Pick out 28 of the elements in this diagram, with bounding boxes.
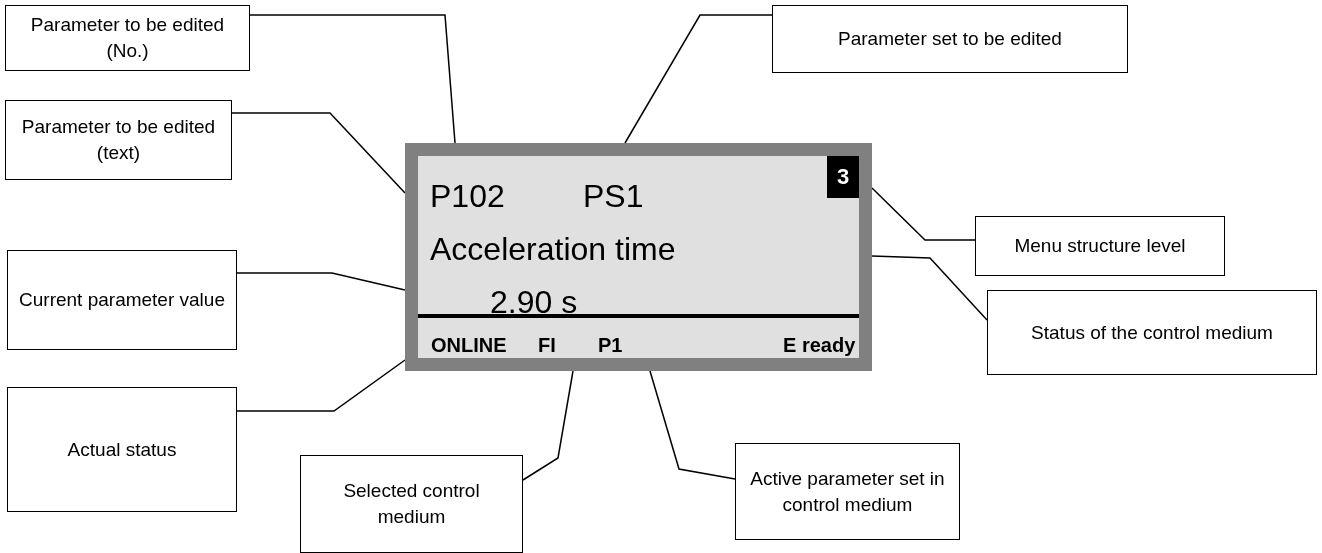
callout-box: Status of the control medium: [987, 290, 1317, 375]
leader-line: [249, 14, 456, 144]
control-status-text: E ready: [783, 334, 856, 357]
callout-box: Actual status: [7, 387, 237, 512]
callout-box: Menu structure level: [975, 216, 1225, 276]
leader-line: [522, 370, 574, 481]
parameter-set: PS1: [583, 178, 644, 215]
leader-line: [236, 359, 406, 412]
parameter-value: 2.90 s: [490, 284, 578, 321]
leader-line: [236, 272, 406, 291]
active-set-text: P1: [598, 334, 623, 357]
status-text: ONLINE: [431, 334, 507, 357]
callout-box: Selected control medium: [300, 455, 523, 553]
callout-box: Parameter set to be edited: [772, 5, 1128, 73]
leader-line: [871, 187, 976, 241]
parameter-text: Acceleration time: [430, 231, 676, 268]
callout-box: Current parameter value: [7, 250, 237, 350]
parameter-number: P102: [430, 178, 505, 215]
menu-level-number: 3: [827, 156, 859, 198]
callout-box: Parameter to be edited (No.): [5, 5, 250, 71]
leader-line: [871, 255, 988, 321]
leader-line: [231, 112, 406, 194]
display-screen: [405, 143, 872, 371]
callout-box: Parameter to be edited (text): [5, 100, 232, 180]
leader-line: [624, 14, 773, 144]
control-medium-text: FI: [538, 334, 556, 357]
callout-box: Active parameter set in control medium: [735, 443, 960, 540]
leader-line: [649, 370, 736, 480]
